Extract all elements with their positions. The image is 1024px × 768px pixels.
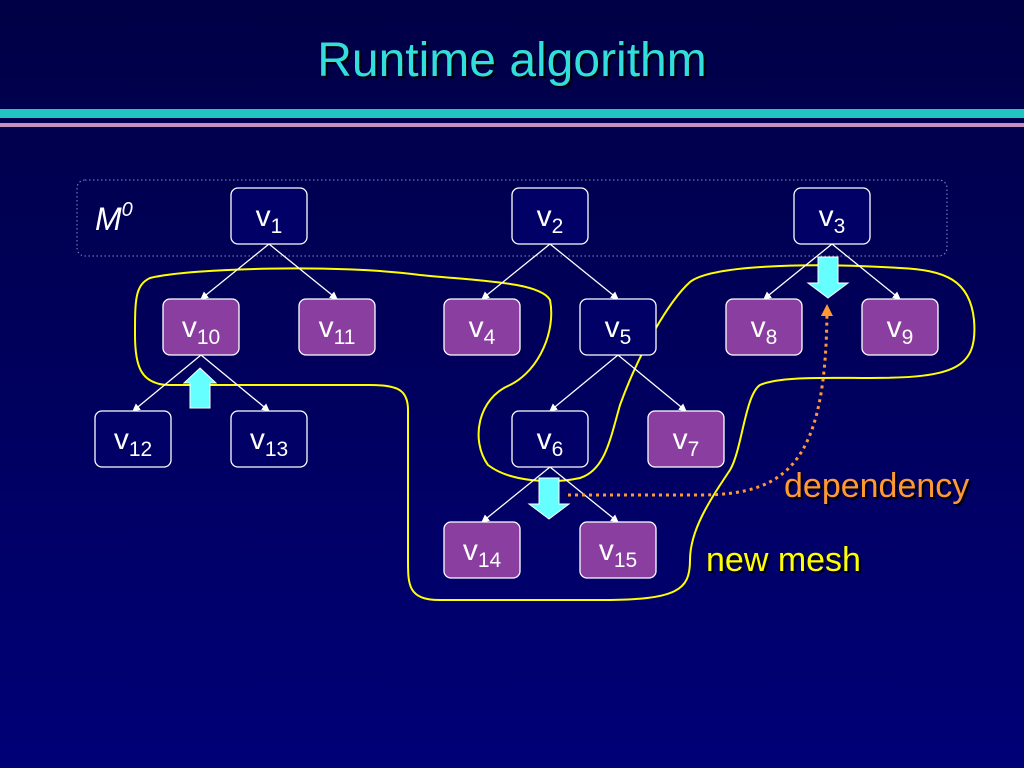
node-v7: v7 bbox=[647, 410, 725, 468]
node-box-v5 bbox=[579, 298, 657, 356]
node-label-v15: v15 bbox=[599, 534, 637, 572]
node-v3: v3 bbox=[793, 187, 871, 245]
edge-v2-v4 bbox=[481, 243, 551, 300]
node-v6: v6 bbox=[511, 410, 589, 468]
node-label-v5: v5 bbox=[605, 311, 632, 349]
node-v15: v15 bbox=[579, 521, 657, 579]
split-down-arrow-v6 bbox=[527, 477, 571, 520]
node-v8: v8 bbox=[725, 298, 803, 356]
node-box-v6 bbox=[511, 410, 589, 468]
title-rule-teal bbox=[0, 109, 1024, 118]
node-v14: v14 bbox=[443, 521, 521, 579]
node-v5: v5 bbox=[579, 298, 657, 356]
node-label-v2: v2 bbox=[537, 200, 564, 238]
node-v9: v9 bbox=[861, 298, 939, 356]
node-label-v10: v10 bbox=[182, 311, 220, 349]
node-box-v1 bbox=[230, 187, 308, 245]
new-mesh-label: new mesh bbox=[706, 541, 861, 579]
new-mesh-outline bbox=[133, 264, 976, 601]
node-v4: v4 bbox=[443, 298, 521, 356]
collapse-up-arrow bbox=[182, 367, 218, 409]
dependency-arrow bbox=[568, 304, 833, 497]
edge-v10-v12 bbox=[132, 354, 202, 412]
title-rule-pink bbox=[0, 123, 1024, 127]
edge-v6-v14 bbox=[481, 466, 551, 523]
node-v2: v2 bbox=[511, 187, 589, 245]
slide-title: Runtime algorithm bbox=[317, 34, 707, 87]
edge-v1-v11 bbox=[268, 243, 338, 300]
node-label-v1: v1 bbox=[256, 200, 283, 238]
node-label-v13: v13 bbox=[250, 423, 288, 461]
dependency-label: dependency bbox=[784, 467, 970, 505]
node-box-v7 bbox=[647, 410, 725, 468]
node-box-v8 bbox=[725, 298, 803, 356]
split-down-arrow-v3 bbox=[806, 256, 850, 299]
node-label-v9: v9 bbox=[887, 311, 914, 349]
node-label-v6: v6 bbox=[537, 423, 564, 461]
node-v12: v12 bbox=[94, 410, 172, 468]
node-box-v9 bbox=[861, 298, 939, 356]
node-label-v11: v11 bbox=[319, 311, 356, 349]
node-box-v2 bbox=[511, 187, 589, 245]
node-box-v4 bbox=[443, 298, 521, 356]
edge-v10-v13 bbox=[200, 354, 270, 412]
node-label-v3: v3 bbox=[819, 200, 846, 238]
edge-v2-v5 bbox=[549, 243, 619, 300]
node-label-v8: v8 bbox=[751, 311, 778, 349]
edge-v5-v7 bbox=[617, 354, 687, 412]
edge-v3-v9 bbox=[831, 243, 901, 300]
node-box-v11 bbox=[298, 298, 376, 356]
node-box-v14 bbox=[443, 521, 521, 579]
node-label-v4: v4 bbox=[469, 311, 496, 349]
base-mesh-region bbox=[76, 179, 948, 257]
node-label-v14: v14 bbox=[463, 534, 502, 572]
node-box-v10 bbox=[162, 298, 240, 356]
node-box-v13 bbox=[230, 410, 308, 468]
node-label-v12: v12 bbox=[114, 423, 152, 461]
node-v13: v13 bbox=[230, 410, 308, 468]
edge-v1-v10 bbox=[200, 243, 270, 300]
node-v11: v11 bbox=[298, 298, 376, 356]
node-label-v7: v7 bbox=[673, 423, 700, 461]
node-box-v15 bbox=[579, 521, 657, 579]
node-v1: v1 bbox=[230, 187, 308, 245]
node-box-v3 bbox=[793, 187, 871, 245]
edge-v5-v6 bbox=[549, 354, 619, 412]
edge-v3-v8 bbox=[763, 243, 833, 300]
node-v10: v10 bbox=[162, 298, 240, 356]
node-box-v12 bbox=[94, 410, 172, 468]
base-mesh-label: M0 bbox=[95, 199, 133, 237]
